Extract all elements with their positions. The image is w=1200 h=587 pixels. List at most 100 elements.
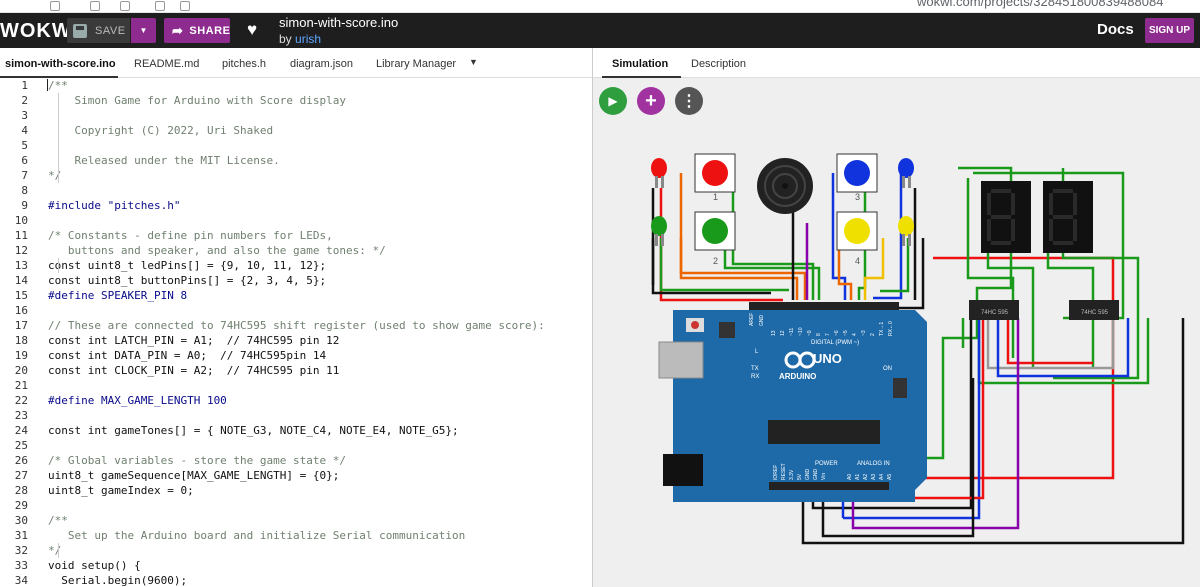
line-number: 25 — [14, 439, 28, 452]
indent-guide — [58, 93, 59, 183]
pin-label: A1 — [855, 474, 861, 480]
save-button[interactable]: SAVE — [67, 18, 130, 43]
project-author-line: by urish — [279, 32, 321, 46]
browser-url[interactable]: wokwi.com/projects/328451800839488084 — [917, 0, 1164, 9]
red-pushbutton[interactable]: 1 — [694, 153, 736, 202]
red-led[interactable] — [651, 158, 667, 188]
browser-strip: wokwi.com/projects/328451800839488084 — [0, 0, 1200, 13]
code-line[interactable]: 11/* Constants - define pin numbers for … — [0, 228, 592, 243]
line-number: 20 — [14, 364, 28, 377]
code-line[interactable]: 1/** — [0, 78, 592, 93]
code-line[interactable]: 34 Serial.begin(9600); — [0, 573, 592, 587]
code-line[interactable]: 16 — [0, 303, 592, 318]
code-line[interactable]: 26/* Global variables - store the game s… — [0, 453, 592, 468]
play-icon[interactable]: ▶ — [599, 87, 627, 115]
line-number: 13 — [14, 259, 28, 272]
aref-label: AREF — [749, 313, 755, 326]
browser-tab-icon[interactable] — [50, 1, 60, 11]
code-line[interactable]: 30/** — [0, 513, 592, 528]
tab-simulation[interactable]: Simulation — [612, 58, 669, 70]
browser-tab-icon[interactable] — [120, 1, 130, 11]
code-line[interactable]: 21 — [0, 378, 592, 393]
button-number-label: 3 — [855, 192, 860, 202]
code-line[interactable]: 8 — [0, 183, 592, 198]
code-line[interactable]: 7*/ — [0, 168, 592, 183]
yellow-pushbutton[interactable]: 4 — [836, 211, 878, 266]
panel-divider[interactable] — [592, 48, 593, 587]
project-title: simon-with-score.ino — [279, 15, 399, 30]
code-line[interactable]: 25 — [0, 438, 592, 453]
heart-icon[interactable]: ♥ — [247, 20, 258, 39]
line-number: 17 — [14, 319, 28, 332]
code-line[interactable]: 5 — [0, 138, 592, 153]
code-line[interactable]: 23 — [0, 408, 592, 423]
green-pushbutton[interactable]: 2 — [694, 211, 736, 266]
code-line[interactable]: 29 — [0, 498, 592, 513]
code-line[interactable]: 13 const uint8_t ledPins[] = {9, 10, 11, … — [0, 258, 592, 273]
line-number: 10 — [14, 214, 28, 227]
code-text: const uint8_t buttonPins[] = {2, 3, 4, 5… — [48, 274, 327, 287]
seven-segment-display-ones[interactable] — [1043, 181, 1093, 253]
code-line[interactable]: 12 buttons and speaker, and also the gam… — [0, 243, 592, 258]
code-text: /** — [48, 79, 68, 92]
tab-diagram-json[interactable]: diagram.json — [290, 58, 353, 70]
wokwi-logo[interactable]: WOKWi — [0, 20, 79, 42]
browser-tab-icon[interactable] — [90, 1, 100, 11]
simulation-canvas[interactable]: ▶ + ⋮ — [593, 78, 1200, 587]
code-line[interactable]: 10 — [0, 213, 592, 228]
plus-icon[interactable]: + — [637, 87, 665, 115]
shift-register-chip-1[interactable]: 74HC 595 — [969, 300, 1019, 320]
seven-segment-display-tens[interactable] — [981, 181, 1031, 253]
pin-label: Vin — [821, 473, 827, 480]
code-text: #define MAX_GAME_LENGTH 100 — [48, 394, 227, 407]
code-line[interactable]: 17// These are connected to 74HC595 shif… — [0, 318, 592, 333]
tab-readme-md[interactable]: README.md — [134, 58, 200, 70]
code-line[interactable]: 3 — [0, 108, 592, 123]
code-line[interactable]: 6 Released under the MIT License. — [0, 153, 592, 168]
code-line[interactable]: 2 Simon Game for Arduino with Score disp… — [0, 93, 592, 108]
chip-label: 74HC 595 — [981, 310, 1009, 316]
code-editor[interactable]: 1/**2 Simon Game for Arduino with Score … — [0, 78, 592, 587]
more-vertical-icon[interactable]: ⋮ — [675, 87, 703, 115]
yellow-led[interactable] — [898, 216, 914, 246]
docs-link[interactable]: Docs — [1097, 21, 1134, 38]
code-line[interactable]: 9#include "pitches.h" — [0, 198, 592, 213]
line-number: 6 — [21, 154, 28, 167]
tab-description[interactable]: Description — [691, 58, 747, 70]
code-line[interactable]: 22#define MAX_GAME_LENGTH 100 — [0, 393, 592, 408]
green-led[interactable] — [651, 216, 667, 246]
tab-pitches-h[interactable]: pitches.h — [222, 58, 267, 70]
tab-library-manager[interactable]: Library Manager — [376, 58, 457, 70]
blue-led[interactable] — [898, 158, 914, 188]
pin-label: A5 — [887, 474, 893, 480]
code-line[interactable]: 32*/ — [0, 543, 592, 558]
blue-pushbutton[interactable]: 3 — [836, 153, 878, 202]
share-button[interactable]: ➦ SHARE — [164, 18, 230, 43]
browser-tab-icon[interactable] — [180, 1, 190, 11]
chip-label: 74HC 595 — [1081, 310, 1109, 316]
buzzer[interactable] — [757, 158, 813, 214]
arduino-uno-board[interactable]: UNO ARDUINO DIGITAL (PWM ~) POWER ANALOG… — [658, 302, 927, 502]
tab-simon-with-score-ino[interactable]: simon-with-score.ino — [5, 58, 116, 70]
shift-register-chip-2[interactable]: 74HC 595 — [1069, 300, 1119, 320]
code-line[interactable]: 31 Set up the Arduino board and initiali… — [0, 528, 592, 543]
signup-button[interactable]: SIGN UP — [1145, 18, 1194, 43]
code-line[interactable]: 15#define SPEAKER_PIN 8 — [0, 288, 592, 303]
button-number-label: 4 — [855, 256, 860, 266]
browser-tab-icon[interactable] — [155, 1, 165, 11]
code-line[interactable]: 4 Copyright (C) 2022, Uri Shaked — [0, 123, 592, 138]
author-link[interactable]: urish — [295, 32, 322, 46]
code-text: const uint8_t ledPins[] = {9, 10, 11, 12… — [48, 259, 327, 272]
save-dropdown-button[interactable]: ▼ — [131, 18, 156, 43]
code-text: /* Constants - define pin numbers for LE… — [48, 229, 333, 242]
tabs-more-caret-icon[interactable]: ▼ — [469, 57, 478, 67]
